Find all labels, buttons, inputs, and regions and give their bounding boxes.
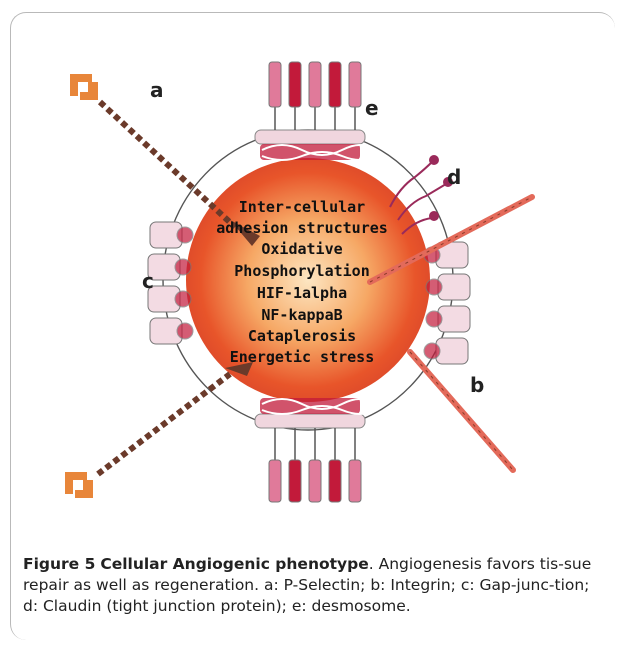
desmosome-bottom bbox=[255, 398, 372, 502]
integrin-lower bbox=[410, 352, 513, 470]
center-line-5: HIF-1alpha bbox=[257, 284, 347, 302]
desmosome-top bbox=[255, 62, 372, 160]
figure-caption: Figure 5 Cellular Angiogenic phenotype. … bbox=[23, 554, 608, 617]
figure-number: Figure 5 bbox=[23, 555, 95, 573]
angiogenic-cell-illustration: a e d c b Inter-cellular adhesion struct… bbox=[40, 22, 585, 532]
center-line-8: Energetic stress bbox=[230, 348, 375, 366]
center-line-7: Cataplerosis bbox=[248, 327, 356, 345]
label-e: e bbox=[365, 96, 379, 120]
label-a: a bbox=[150, 78, 164, 102]
figure-title: Cellular Angiogenic phenotype bbox=[100, 555, 368, 573]
center-line-2: adhesion structures bbox=[216, 219, 388, 237]
center-line-3: Oxidative bbox=[261, 240, 342, 258]
label-d: d bbox=[447, 165, 461, 189]
label-c: c bbox=[142, 269, 154, 293]
label-b: b bbox=[470, 373, 484, 397]
center-line-4: Phosphorylation bbox=[234, 262, 369, 280]
center-line-1: Inter-cellular bbox=[239, 198, 365, 216]
center-line-6: NF-kappaB bbox=[261, 306, 342, 324]
